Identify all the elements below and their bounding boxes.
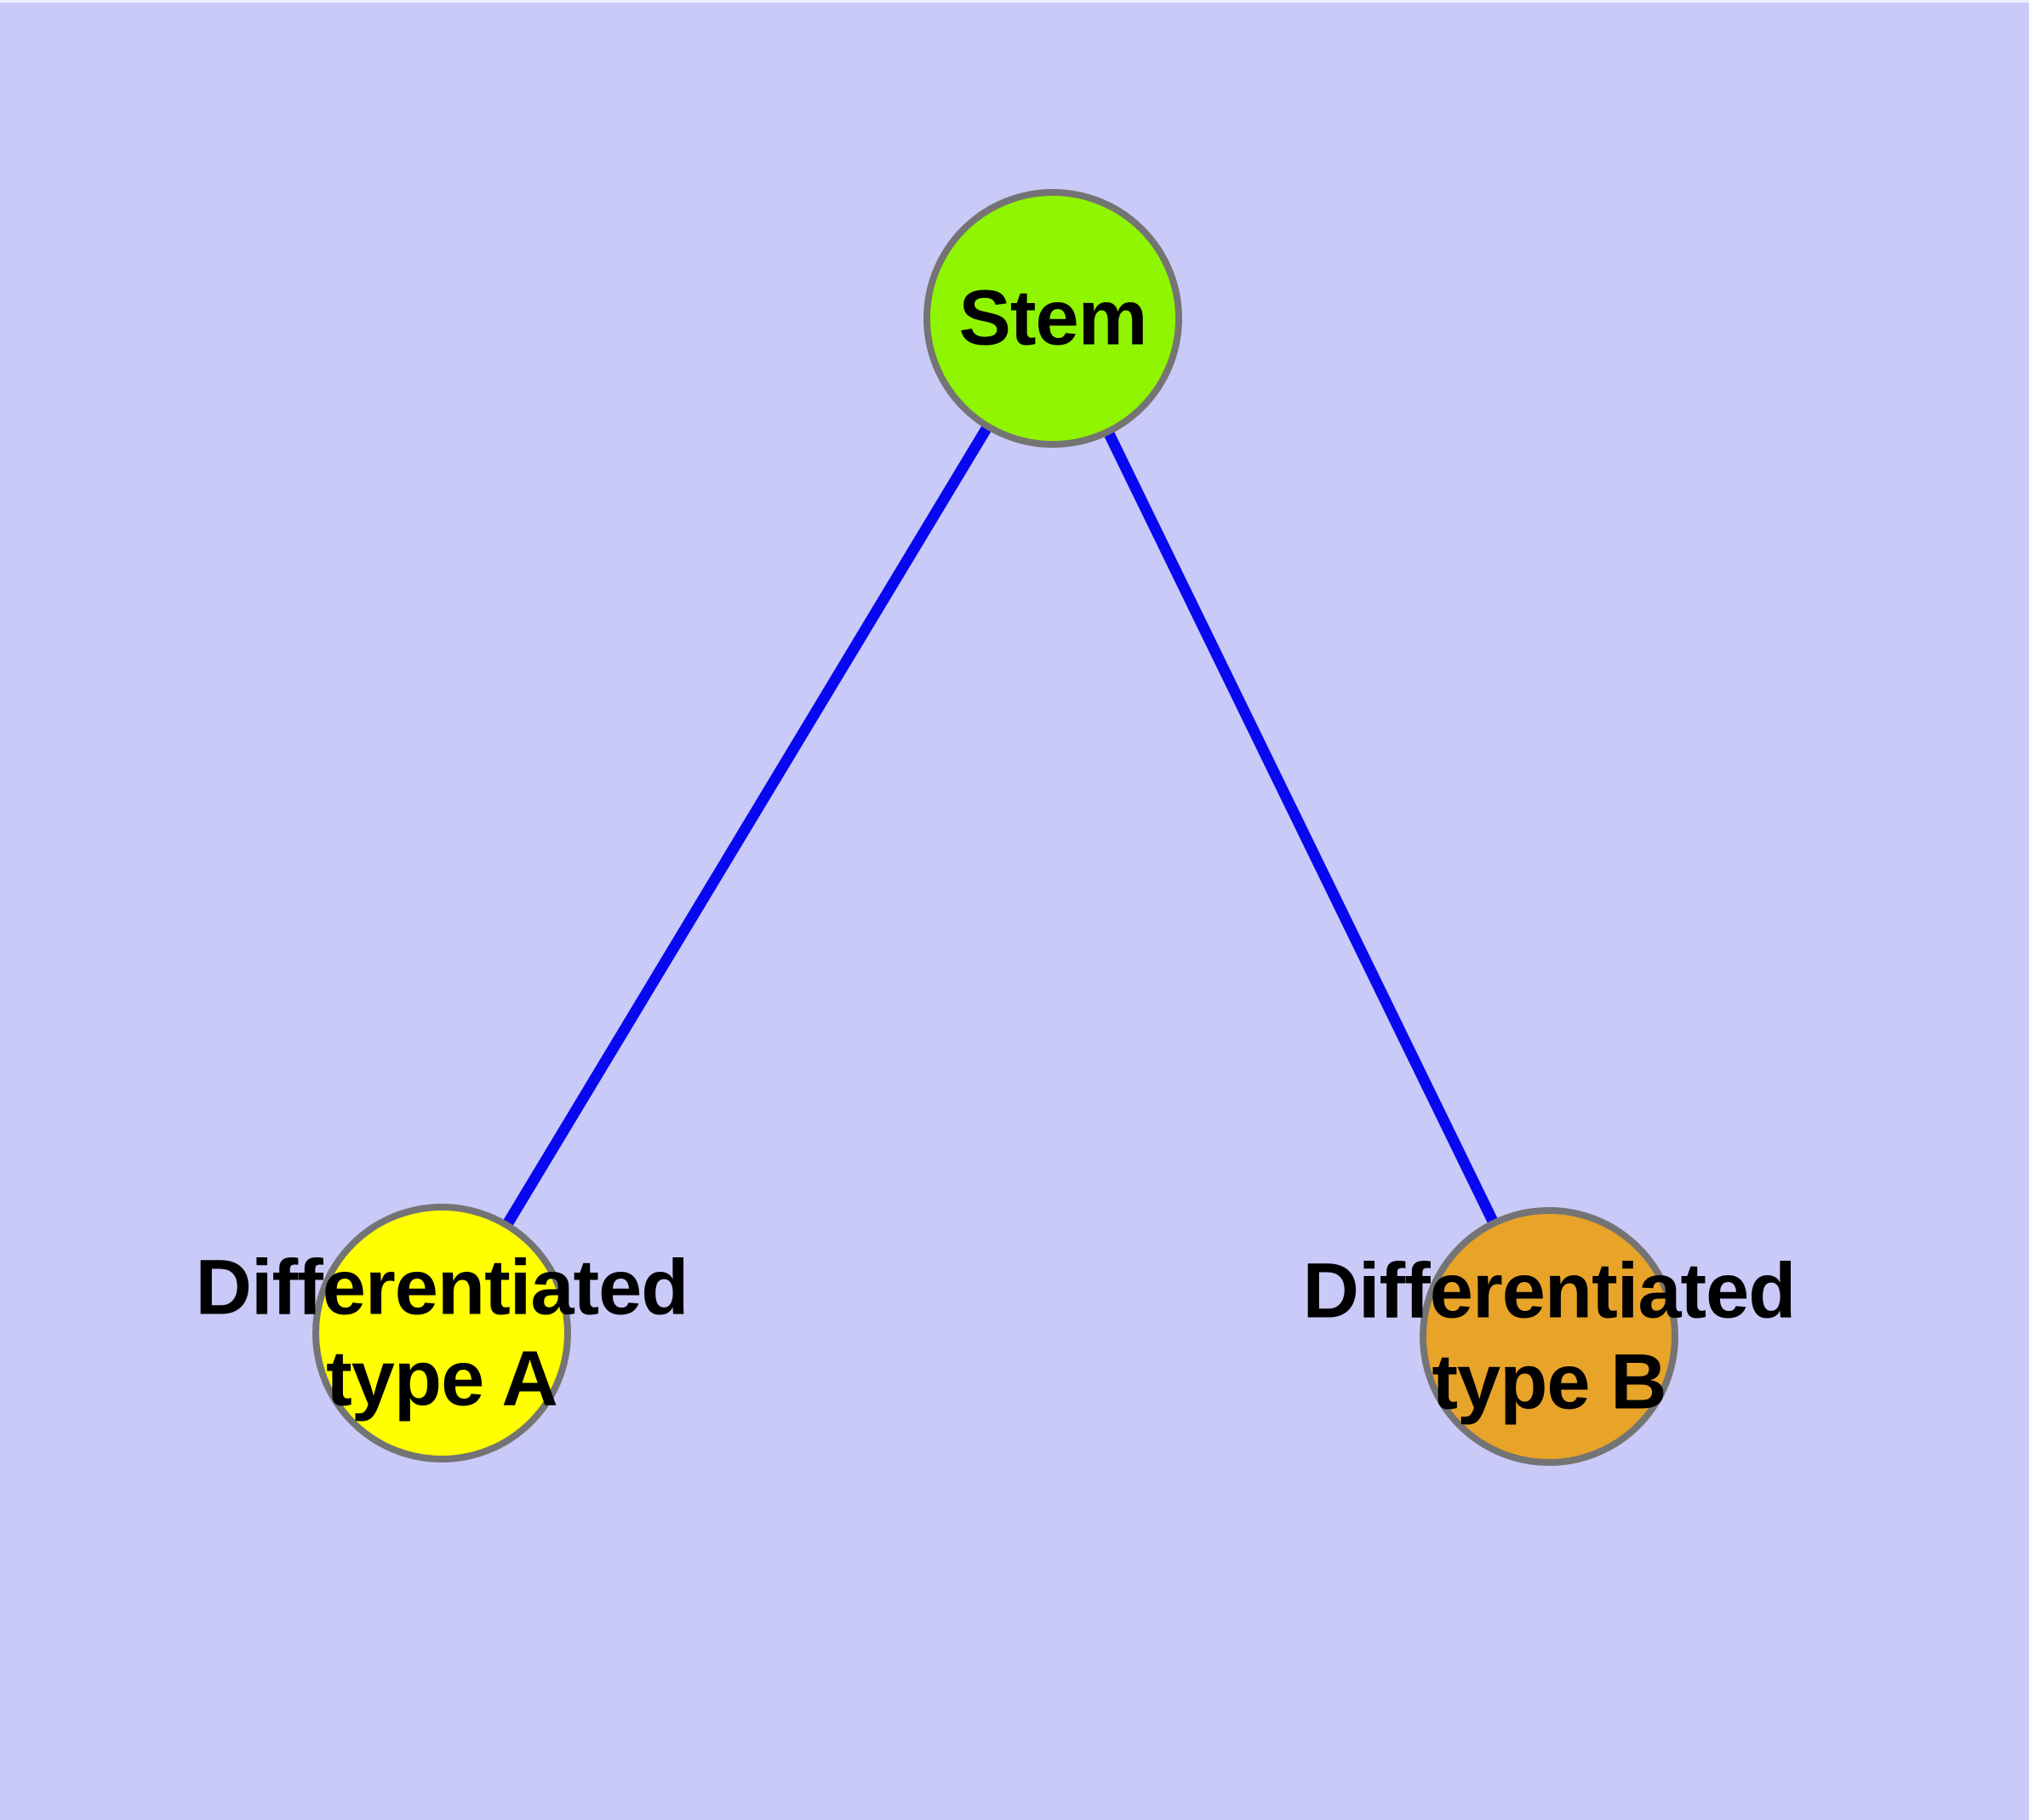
edge-stem-to-type-b	[1048, 316, 1554, 1339]
node-differentiated-type-a-label-line1: Differentiated	[195, 1244, 689, 1331]
node-differentiated-type-a-label-line2: type A	[326, 1335, 558, 1422]
edge-stem-to-type-a	[437, 315, 1058, 1336]
top-edge-strip	[0, 0, 2029, 3]
node-differentiated-type-b-label-line2: type B	[1432, 1338, 1666, 1425]
node-differentiated-type-b-circle	[1420, 1207, 1678, 1466]
node-differentiated-type-a-label: Differentiated type A	[196, 1242, 689, 1423]
node-differentiated-type-a-circle	[312, 1204, 571, 1462]
node-stem-circle	[923, 189, 1182, 448]
node-differentiated-type-b-label-line1: Differentiated	[1302, 1247, 1797, 1335]
node-stem-label: Stem	[958, 273, 1148, 364]
node-differentiated-type-b-label: Differentiated type B	[1302, 1245, 1797, 1427]
node-stem-label-line: Stem	[958, 274, 1148, 362]
